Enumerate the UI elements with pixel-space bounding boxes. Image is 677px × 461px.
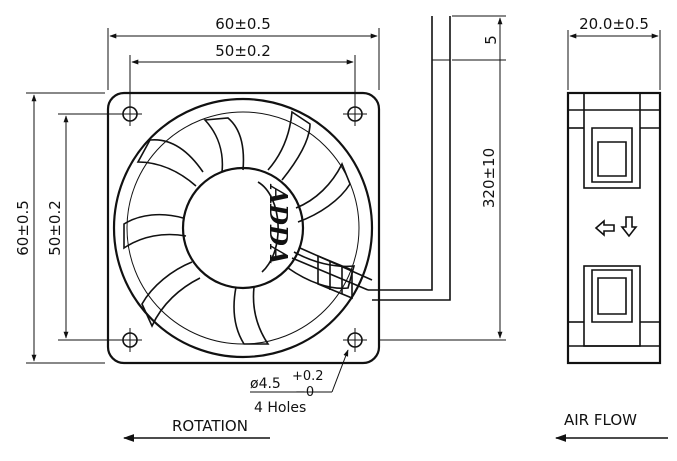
hole-tol-upper: +0.2 xyxy=(292,369,324,384)
fan-blade-sweep-circle xyxy=(126,111,360,345)
mounting-hole-bottom-right xyxy=(343,328,367,352)
mounting-hole-top-left xyxy=(118,102,142,126)
air-flow-indicator: AIR FLOW xyxy=(554,411,668,442)
dim-wire-length-label: 320±10 xyxy=(480,148,498,208)
side-view-clip-upper xyxy=(568,92,660,189)
rotation-label: ROTATION xyxy=(172,417,248,435)
fan-blade xyxy=(287,251,356,290)
dim-strip-length-label: 5 xyxy=(482,35,500,45)
dim-overall-height: 60±0.5 xyxy=(14,92,105,364)
dim-hole-spacing-width-label: 50±0.2 xyxy=(215,42,271,60)
mounting-hole-bottom-left xyxy=(118,328,142,352)
fan-blade xyxy=(233,286,270,345)
rotation-indicator: ROTATION xyxy=(122,417,270,442)
hole-dim-prefix: ø4.5 xyxy=(250,376,281,392)
arrow-down-icon xyxy=(620,216,638,238)
dim-overall-width-label: 60±0.5 xyxy=(215,15,271,33)
dim-hole-spacing-height: 50±0.2 xyxy=(46,113,118,341)
dim-overall-width: 60±0.5 xyxy=(107,15,380,90)
fan-blades xyxy=(123,110,356,345)
hole-tol-lower: −0 xyxy=(295,385,314,400)
fan-shroud-circle xyxy=(112,97,374,359)
fan-frame-outline xyxy=(106,91,381,365)
lead-wire-black xyxy=(372,16,451,301)
side-view: 20.0±0.5 xyxy=(566,15,662,365)
fan-hub xyxy=(181,166,305,290)
fan-blade xyxy=(203,117,245,173)
fan-blade xyxy=(295,162,351,223)
lead-wires xyxy=(368,16,451,301)
dim-hole-spacing-width: 50±0.2 xyxy=(129,42,356,105)
logo-swoosh xyxy=(257,181,279,273)
dim-wire-length: 320±10 xyxy=(380,15,506,341)
fan-blade xyxy=(136,139,204,187)
dim-overall-height-label: 60±0.5 xyxy=(14,200,32,256)
front-view: ADDA xyxy=(106,91,381,365)
arrow-left-icon xyxy=(594,219,615,237)
fan-blade xyxy=(267,110,311,181)
side-view-clip-lower xyxy=(568,265,660,347)
lead-wire-red xyxy=(368,16,433,291)
hole-callout: ø4.5 +0.2 −0 4 Holes xyxy=(250,349,349,416)
fan-blade xyxy=(123,213,187,250)
dim-depth-label: 20.0±0.5 xyxy=(579,15,649,33)
cable-exit xyxy=(291,247,373,300)
mounting-holes xyxy=(118,102,367,352)
fan-blade xyxy=(141,261,201,328)
hole-count-label: 4 Holes xyxy=(254,400,306,416)
dim-hole-spacing-height-label: 50±0.2 xyxy=(46,200,64,256)
air-flow-label: AIR FLOW xyxy=(564,411,637,429)
dim-strip-length: 5 xyxy=(452,35,506,61)
mounting-hole-top-right xyxy=(343,102,367,126)
